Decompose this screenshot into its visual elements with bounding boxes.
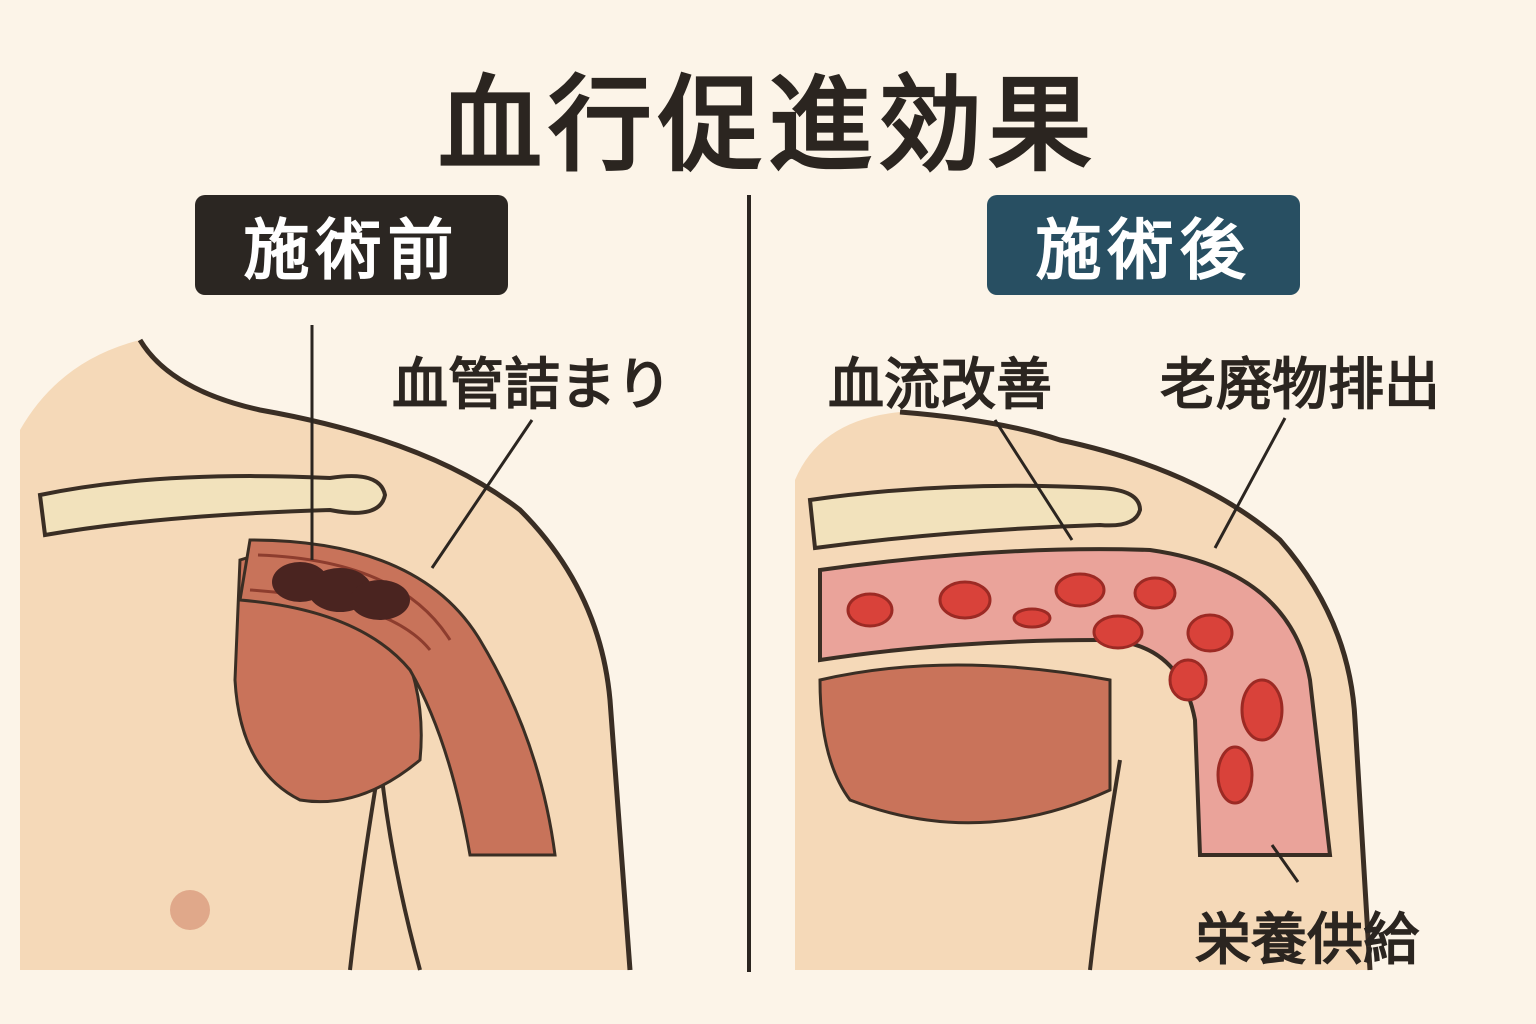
page-title: 血行促進効果 (437, 64, 1098, 186)
blood-clot (272, 562, 410, 620)
shoulder-before-illustration (20, 325, 633, 971)
callout-nutrient-supply: 栄養供給 (1195, 908, 1419, 973)
callout-waste-removal: 老廃物排出 (1160, 353, 1440, 418)
shoulder-after-illustration (795, 409, 1373, 971)
leader-line (1213, 417, 1287, 549)
blood-cells (846, 572, 1284, 805)
nipple (170, 890, 210, 930)
leader-line (430, 419, 534, 569)
callout-blockage: 血管詰まり (392, 353, 672, 418)
leader-line (993, 419, 1074, 541)
callout-blood-flow: 血流改善 (828, 353, 1052, 418)
before-badge: 施術前 (195, 195, 508, 295)
after-badge: 施術後 (987, 195, 1300, 295)
leader-line (1270, 844, 1300, 883)
